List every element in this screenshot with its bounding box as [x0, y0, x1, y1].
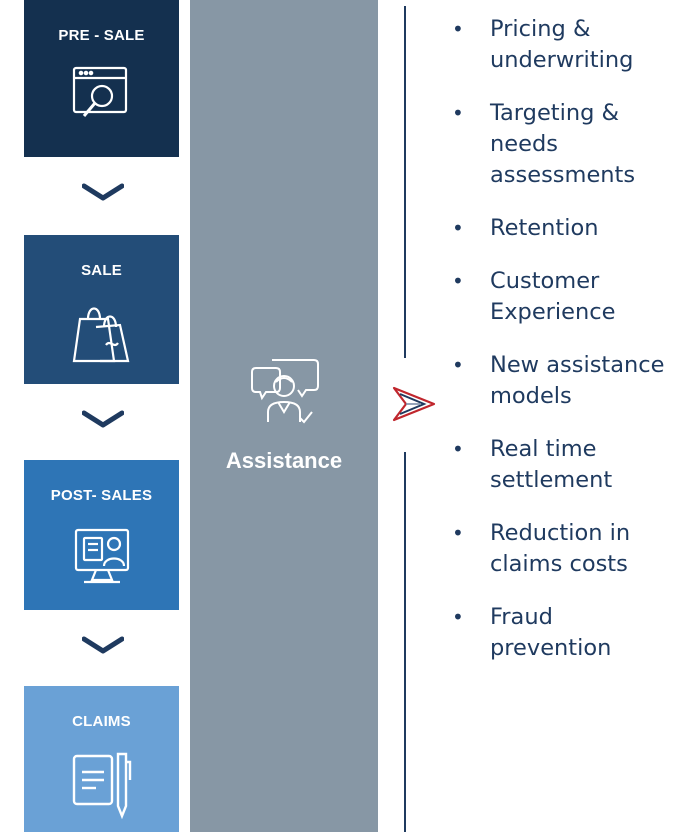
browser-search-icon [72, 66, 127, 117]
shopping-bag-icon [72, 307, 129, 363]
list-item: Retention [452, 213, 676, 244]
divider-line-bottom [404, 452, 406, 832]
list-item: Real time settlement [452, 434, 676, 496]
stage-label: CLAIMS [72, 713, 131, 730]
computer-support-icon [74, 528, 129, 584]
chat-support-person-icon [251, 359, 319, 424]
divider-line-top [404, 6, 406, 358]
benefits-list: Pricing & underwriting Targeting & needs… [452, 14, 676, 686]
stage-pre-sale: PRE - SALE [24, 0, 179, 157]
list-item: Targeting & needs assessments [452, 98, 676, 191]
chevron-down-icon [82, 410, 124, 428]
stage-sale: SALE [24, 235, 179, 384]
chevron-down-icon [82, 636, 124, 654]
stage-claims: CLAIMS [24, 686, 179, 832]
document-pen-icon [72, 752, 131, 820]
stage-post-sales: POST- SALES [24, 460, 179, 610]
list-item: Pricing & underwriting [452, 14, 676, 76]
stage-label: PRE - SALE [58, 27, 145, 44]
list-item: Reduction in claims costs [452, 518, 676, 580]
list-item: Fraud prevention [452, 602, 676, 664]
assistance-label: Assistance [225, 448, 343, 473]
stage-label: POST- SALES [50, 487, 153, 504]
arrow-pointer-icon [392, 386, 436, 422]
chevron-down-icon [82, 183, 124, 201]
list-item: Customer Experience [452, 266, 676, 328]
stage-label: SALE [81, 262, 122, 279]
assistance-panel: Assistance [190, 0, 378, 832]
list-item: New assistance models [452, 350, 676, 412]
